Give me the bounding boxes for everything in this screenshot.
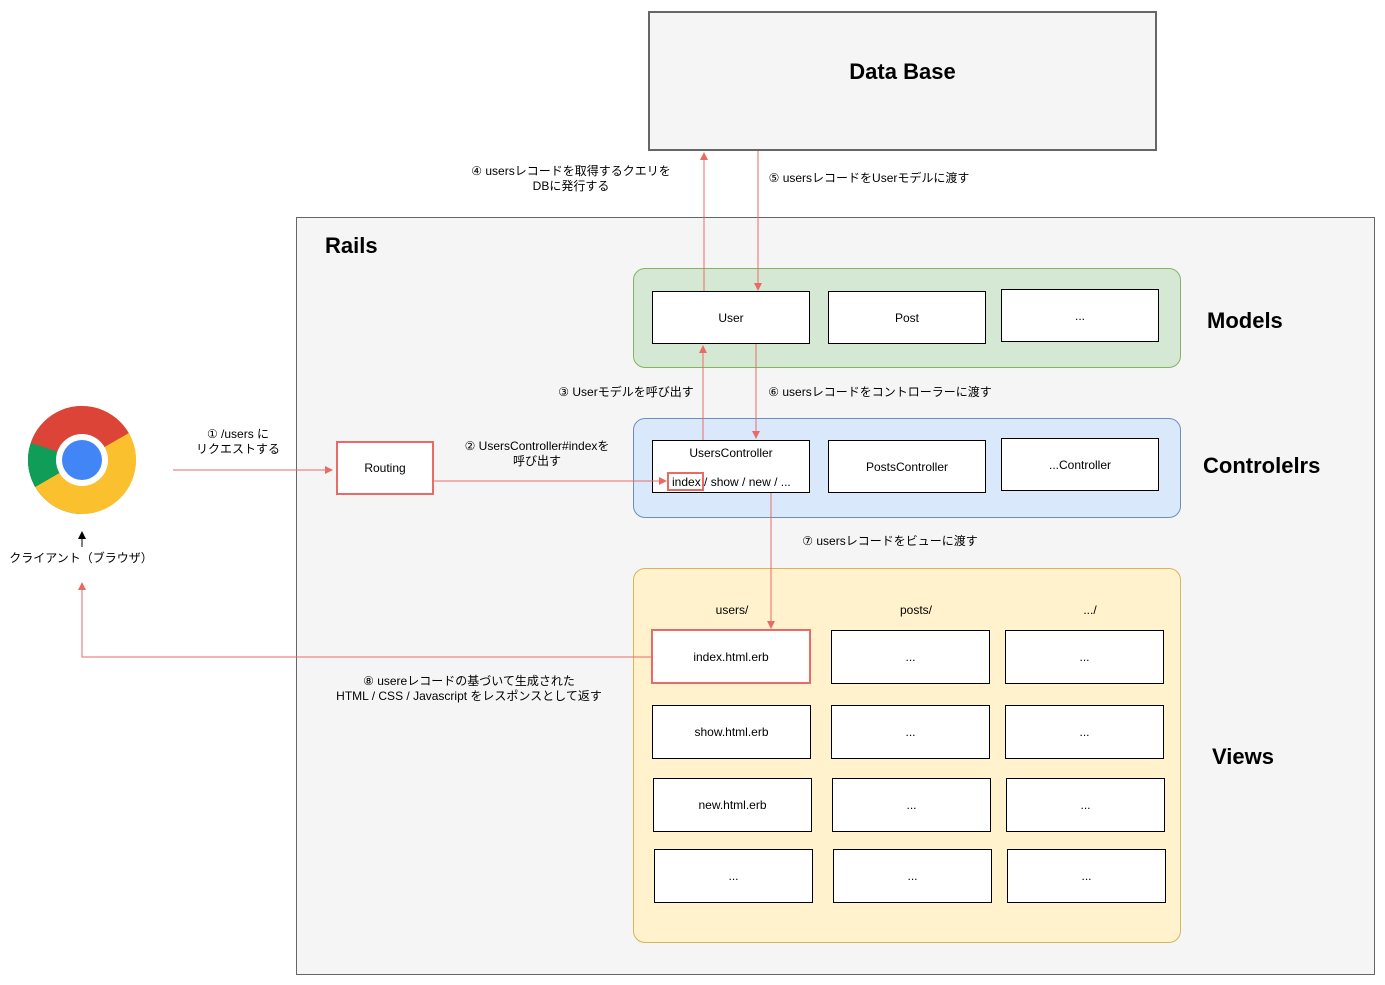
view-more-4: ... [1007, 849, 1166, 903]
action-index: index [672, 475, 701, 489]
view-more-1: ... [1005, 630, 1164, 684]
controller-users [652, 440, 810, 493]
arrow-step-8 [78, 582, 651, 658]
controller-users-actions: index / show / new / ... [672, 475, 791, 489]
step-6-label: ⑥ usersレコードをコントローラーに渡す [768, 385, 992, 399]
step-2-line-2: 呼び出す [512, 454, 561, 468]
client-label: クライアント（ブラウザ） [9, 551, 153, 565]
database-box: Data Base [648, 11, 1157, 151]
step-8-line-1: ⑧ usereレコードの基づいて生成された [363, 674, 575, 688]
step-1-line-2: リクエストする [195, 442, 280, 456]
view-posts-1: ... [831, 630, 990, 684]
view-more-3: ... [1006, 778, 1165, 832]
step-5-label: ⑤ usersレコードをUserモデルに渡す [768, 171, 970, 185]
view-users-more: ... [654, 849, 813, 903]
step-4-line-1: ④ usersレコードを取得するクエリを [471, 164, 671, 178]
step-7-label: ⑦ usersレコードをビューに渡す [802, 534, 978, 548]
views-header-more: .../ [1083, 603, 1097, 617]
step-4-label: ④ usersレコードを取得するクエリを DBに発行する [462, 164, 680, 194]
view-posts-2: ... [831, 705, 990, 759]
controllers-section-label: Controlelrs [1203, 453, 1321, 478]
model-user: User [652, 291, 810, 344]
rails-title: Rails [325, 233, 378, 258]
actions-rest: / show / new / ... [704, 475, 791, 489]
chrome-icon [28, 406, 136, 514]
view-users-show: show.html.erb [652, 705, 811, 759]
models-section-label: Models [1207, 308, 1283, 333]
step-3-label: ③ Userモデルを呼び出す [558, 385, 694, 399]
view-users-index: index.html.erb [651, 629, 811, 684]
step-2-line-1: ② UsersController#indexを [464, 439, 610, 453]
view-users-new: new.html.erb [653, 778, 812, 832]
step-4-line-2: DBに発行する [532, 179, 610, 193]
view-posts-4: ... [833, 849, 992, 903]
routing-box: Routing [336, 441, 434, 495]
controller-users-title: UsersController [689, 446, 773, 460]
views-section-label: Views [1212, 744, 1274, 769]
step-2-label: ② UsersController#indexを 呼び出す [452, 439, 622, 469]
database-label: Data Base [849, 59, 956, 84]
model-more: ... [1001, 289, 1159, 342]
view-more-2: ... [1005, 705, 1164, 759]
views-header-users: users/ [715, 603, 749, 617]
step-1-label: ① /users に リクエストする [178, 427, 298, 457]
step-8-line-2: HTML / CSS / Javascript をレスポンスとして返す [336, 689, 602, 703]
step-8-label: ⑧ usereレコードの基づいて生成された HTML / CSS / Javas… [322, 674, 616, 704]
model-post: Post [828, 291, 986, 344]
controller-more: ...Controller [1001, 438, 1159, 491]
view-posts-3: ... [832, 778, 991, 832]
step-1-line-1: ① /users に [206, 427, 270, 441]
views-header-posts: posts/ [899, 603, 932, 617]
index-highlight-box [667, 472, 704, 491]
controller-posts: PostsController [828, 440, 986, 493]
